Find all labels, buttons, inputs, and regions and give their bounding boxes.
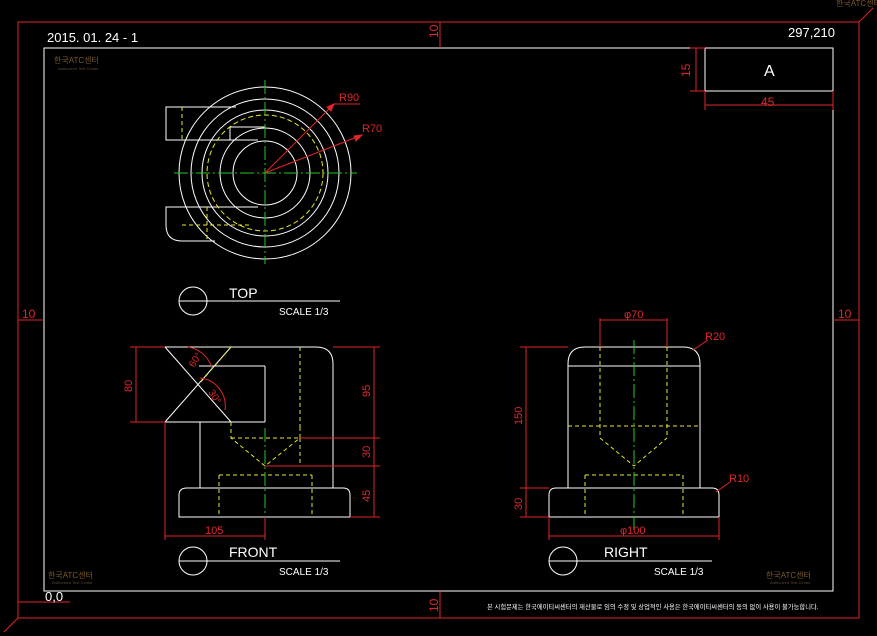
right-view-title: RIGHT — [604, 544, 648, 560]
date-label: 2015. 01. 24 - 1 — [47, 30, 138, 45]
top-view-label: TOP SCALE 1/3 — [178, 285, 340, 318]
front-dim-105: 105 — [205, 525, 223, 537]
margin-dimension-lines — [18, 22, 859, 618]
svg-text:한국ATC센터: 한국ATC센터 — [836, 0, 877, 8]
front-dim-45: 45 — [361, 490, 373, 502]
right-dim-phi70: φ70 — [624, 309, 643, 321]
watermark-top-right: 한국ATC센터 — [836, 0, 877, 8]
top-view-scale: SCALE 1/3 — [279, 307, 329, 318]
right-dim-r20: R20 — [705, 331, 725, 343]
sheet-border — [3, 7, 874, 633]
watermark-bottom-right: 한국ATC센터 Authorized Test Center — [766, 570, 811, 585]
top-dim-r70: R70 — [362, 123, 382, 135]
svg-text:한국ATC센터: 한국ATC센터 — [766, 570, 811, 580]
top-dim-r90: R90 — [339, 92, 359, 104]
margin-bottom-value: 10 — [427, 598, 441, 612]
svg-text:한국ATC센터: 한국ATC센터 — [54, 55, 99, 65]
top-view: R90 R70 — [165, 80, 382, 264]
title-block-letter: A — [764, 63, 775, 80]
margin-top-value: 10 — [427, 24, 441, 38]
front-dim-80: 80 — [123, 380, 135, 392]
right-view-label: RIGHT SCALE 1/3 — [548, 544, 712, 578]
sheet-size-label: 297,210 — [788, 25, 835, 40]
front-dim-95: 95 — [361, 385, 373, 397]
front-view-title: FRONT — [229, 544, 278, 560]
right-dim-30: 30 — [513, 498, 525, 510]
right-view: φ70 R20 150 30 R10 φ100 — [513, 309, 749, 540]
front-view-label: FRONT SCALE 1/3 — [178, 544, 340, 578]
svg-text:Authorized Test Center: Authorized Test Center — [770, 580, 811, 585]
margin-left-value: 10 — [22, 307, 36, 321]
origin-label: 0,0 — [45, 589, 63, 604]
right-dim-phi100: φ100 — [620, 525, 646, 537]
svg-text:Authorized Test Center: Authorized Test Center — [52, 580, 93, 585]
title-block-width-dim: 45 — [761, 95, 775, 109]
title-block: A 15 45 — [679, 47, 834, 110]
svg-text:Authorized Test Center: Authorized Test Center — [58, 66, 99, 71]
title-block-height-dim: 15 — [679, 63, 693, 77]
watermark-bottom-left: 한국ATC센터 Authorized Test Center — [48, 570, 93, 585]
right-view-scale: SCALE 1/3 — [654, 567, 704, 578]
drawing-frame — [43, 47, 834, 592]
front-view-scale: SCALE 1/3 — [279, 567, 329, 578]
margin-right-value: 10 — [838, 307, 852, 321]
right-dim-r10: R10 — [729, 473, 749, 485]
right-dim-150: 150 — [513, 407, 525, 425]
front-view: 60° 30° 80 95 30 45 105 — [123, 346, 380, 540]
svg-text:한국ATC센터: 한국ATC센터 — [48, 570, 93, 580]
watermark-top-left: 한국ATC센터 Authorized Test Center — [54, 55, 99, 71]
top-view-title: TOP — [229, 285, 258, 301]
front-dim-30b: 30 — [361, 446, 373, 458]
footer-notice: 본 시험문제는 한국에이티씨센터의 재산물로 임의 수정 및 상업적인 사용은 … — [487, 602, 819, 611]
